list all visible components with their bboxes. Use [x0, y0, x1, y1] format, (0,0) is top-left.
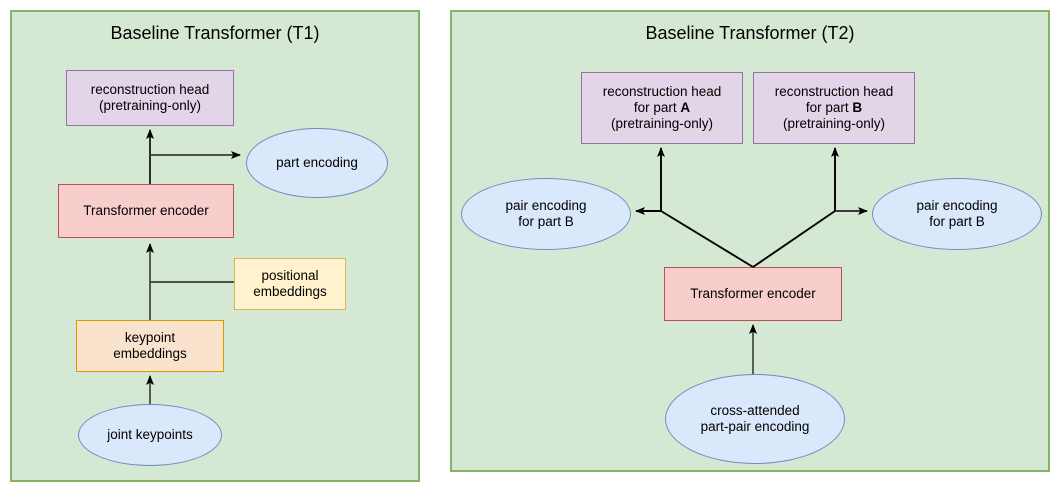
node-line-1: Transformer encoder [83, 203, 209, 218]
node-line-2: (pretraining-only) [98, 98, 202, 113]
node-line-1: pair encoding [505, 198, 587, 213]
node-line-2: for part B [929, 214, 985, 229]
node-line-1: keypoint [124, 330, 176, 345]
node-part-encoding: part encoding [246, 128, 388, 198]
node-line-1: reconstruction head [90, 82, 210, 97]
node-line-3: (pretraining-only) [610, 116, 714, 131]
node-line-2-part-label: B [852, 100, 863, 115]
node-line-2: part-pair encoding [700, 419, 810, 434]
node-positional-embeddings: positional embeddings [234, 258, 346, 310]
node-line-2: for part B [518, 214, 574, 229]
node-line-2-prefix: for part [633, 100, 681, 115]
node-joint-keypoints: joint keypoints [78, 404, 222, 466]
node-transformer-encoder-t1: Transformer encoder [58, 184, 234, 238]
node-line-2: for part B [775, 100, 894, 116]
node-line-1: joint keypoints [107, 427, 193, 442]
node-line-2-prefix: for part [805, 100, 853, 115]
node-reconstruction-head-part-a: reconstruction head for part A (pretrain… [581, 72, 743, 144]
node-line-3: (pretraining-only) [782, 116, 886, 131]
node-line-1: reconstruction head [774, 84, 894, 99]
panel-title-t1: Baseline Transformer (T1) [110, 23, 320, 43]
node-line-1: Transformer encoder [690, 286, 816, 301]
node-line-1: positional [261, 268, 319, 283]
node-line-1: cross-attended [710, 403, 800, 418]
node-line-1: part encoding [276, 155, 358, 170]
node-transformer-encoder-t2: Transformer encoder [664, 267, 842, 321]
node-reconstruction-head-t1: reconstruction head (pretraining-only) [66, 70, 234, 126]
node-line-1: reconstruction head [602, 84, 722, 99]
node-line-1: pair encoding [916, 198, 998, 213]
node-pair-encoding-left: pair encoding for part B [461, 178, 631, 250]
node-reconstruction-head-part-b: reconstruction head for part B (pretrain… [753, 72, 915, 144]
node-keypoint-embeddings: keypoint embeddings [76, 320, 224, 372]
node-line-2-part-label: A [680, 100, 691, 115]
node-pair-encoding-right: pair encoding for part B [872, 178, 1042, 250]
panel-title-t2: Baseline Transformer (T2) [645, 23, 855, 43]
node-line-2: embeddings [253, 284, 327, 299]
node-cross-attended-part-pair-encoding: cross-attended part-pair encoding [665, 374, 845, 464]
node-line-2: for part A [603, 100, 722, 116]
node-line-2: embeddings [113, 346, 187, 361]
